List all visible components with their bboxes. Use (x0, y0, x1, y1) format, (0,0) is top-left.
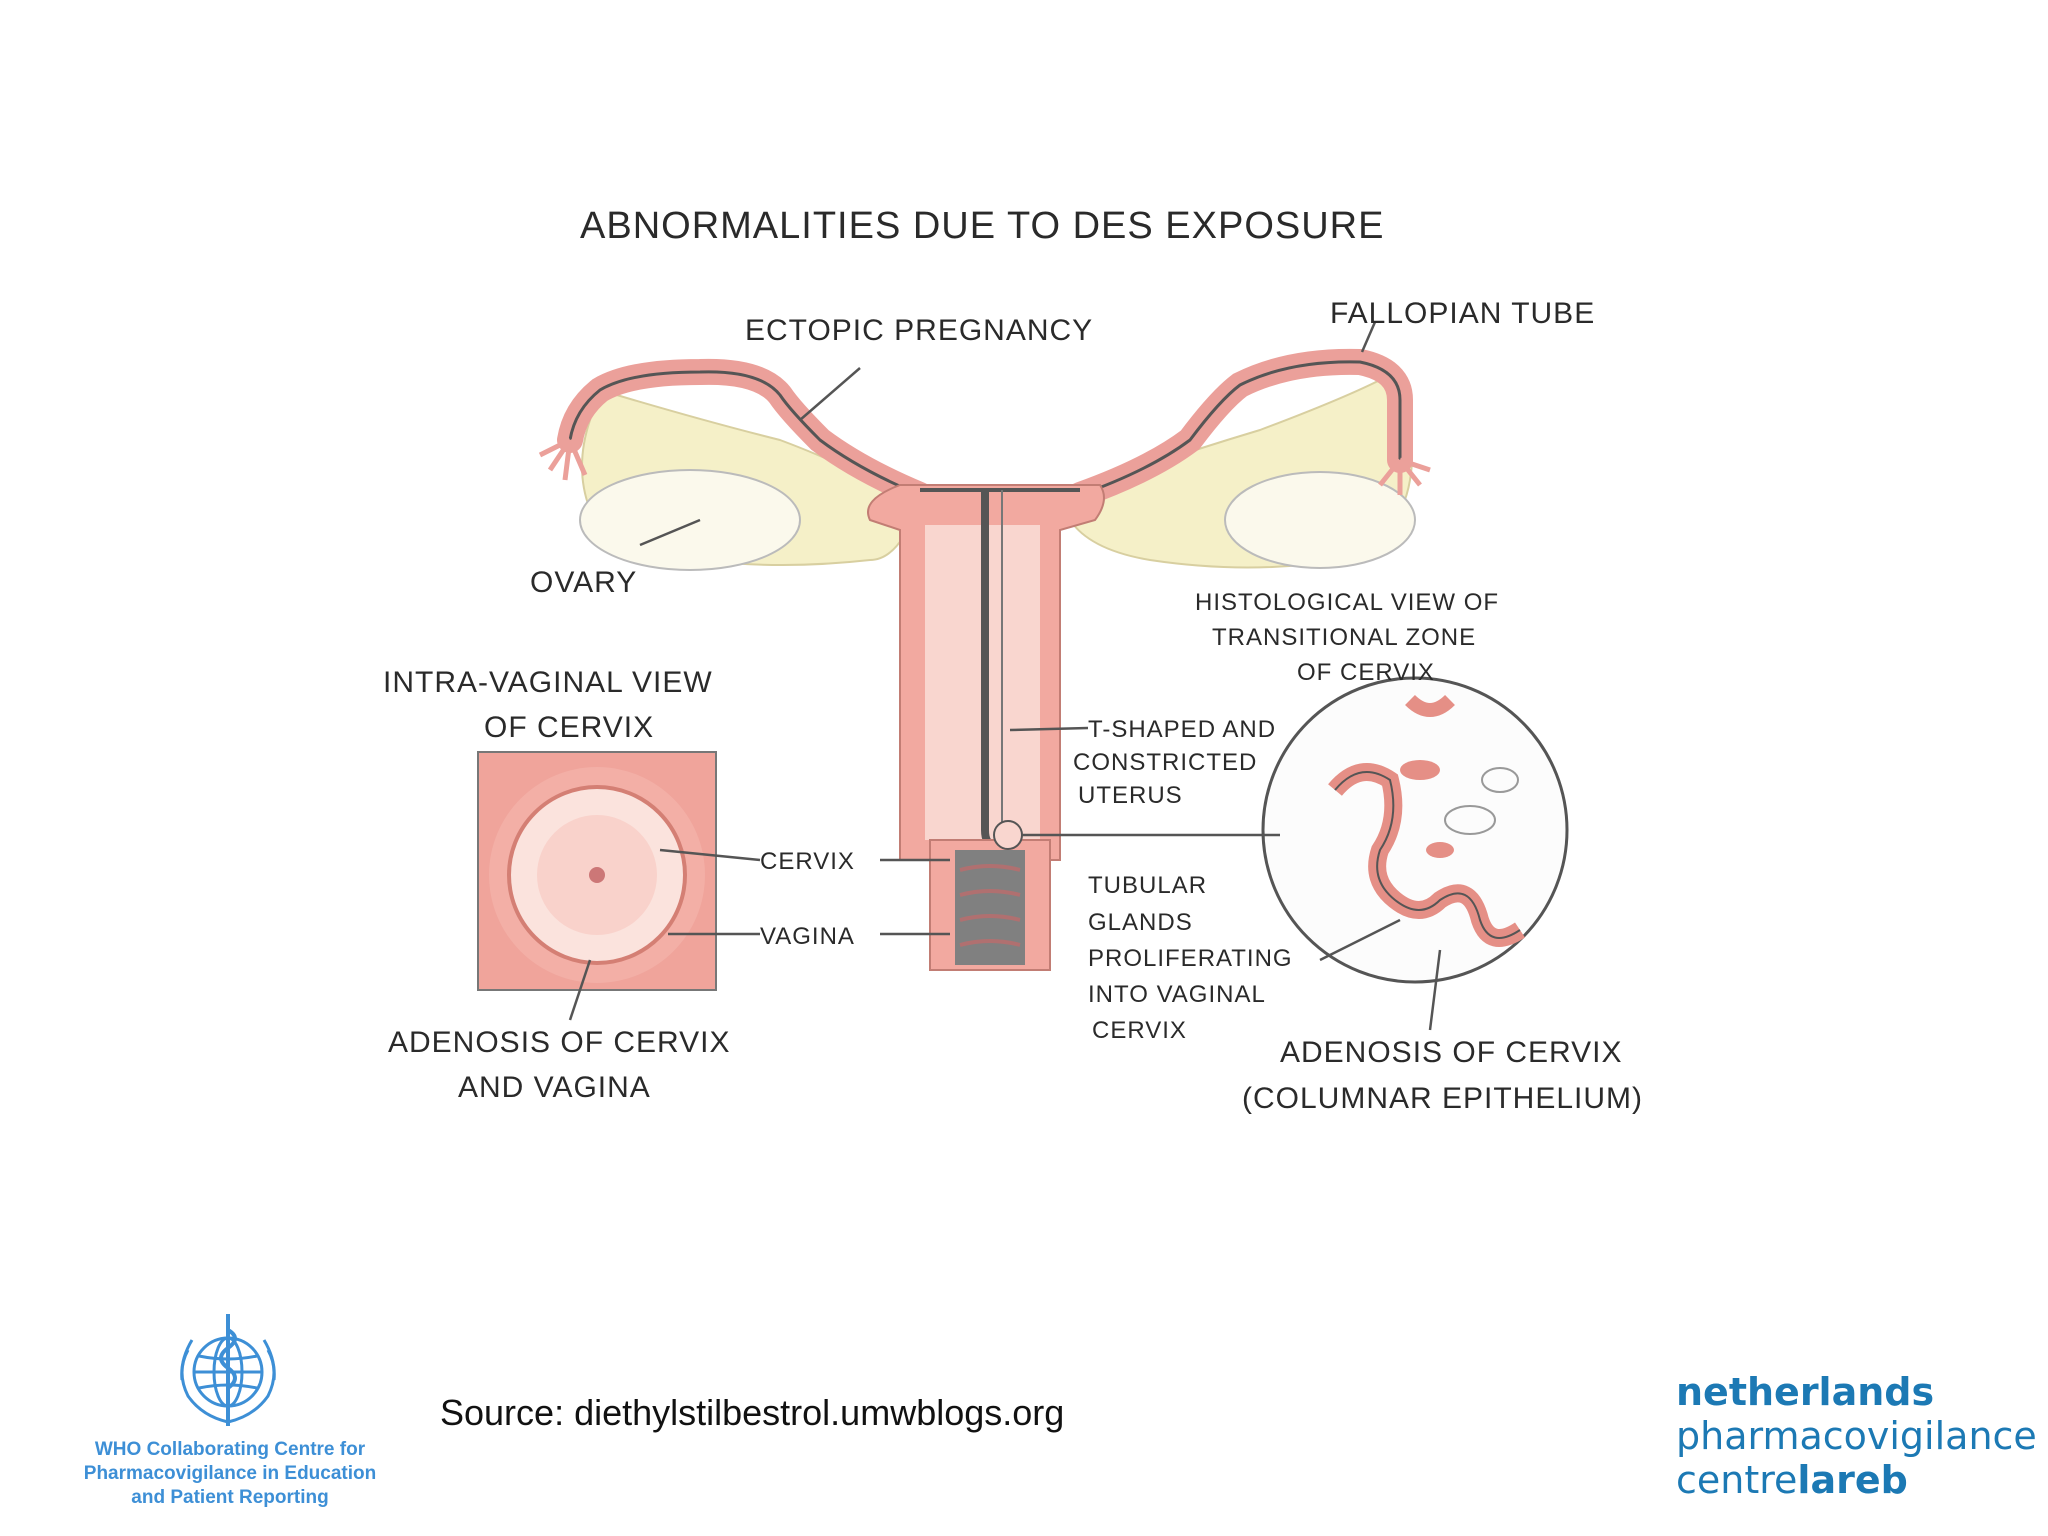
label-histological-1: HISTOLOGICAL VIEW OF (1195, 589, 1499, 616)
fallopian-tube-left (538, 358, 933, 508)
lareb-line-3: centrelareb (1676, 1458, 2037, 1502)
lareb-name: lareb (1797, 1458, 1908, 1502)
label-ectopic-pregnancy: ECTOPIC PREGNANCY (745, 314, 1093, 347)
label-t-shaped-3: UTERUS (1078, 782, 1183, 809)
who-line-1: WHO Collaborating Centre for (94, 1439, 366, 1460)
intra-vaginal-view (477, 751, 717, 991)
lareb-line-1: netherlands (1676, 1370, 1935, 1414)
label-adenosis-left-2: AND VAGINA (458, 1071, 651, 1104)
source-citation: Source: diethylstilbestrol.umwblogs.org (440, 1392, 1065, 1433)
label-fallopian-tube: FALLOPIAN TUBE (1330, 297, 1595, 330)
label-tubular-4: INTO VAGINAL (1088, 981, 1266, 1008)
label-intra-vaginal-2: OF CERVIX (484, 711, 654, 744)
label-intra-vaginal-1: INTRA-VAGINAL VIEW (383, 666, 713, 699)
vagina (929, 839, 1051, 971)
lareb-centre: centre (1676, 1458, 1798, 1502)
lareb-line-2: pharmacovigilance (1676, 1414, 2037, 1458)
cervix-shape (993, 820, 1023, 850)
label-adenosis-right-1: ADENOSIS OF CERVIX (1280, 1036, 1623, 1069)
who-centre-name: WHO Collaborating Centre for Pharmacovig… (40, 1438, 420, 1510)
label-adenosis-left-1: ADENOSIS OF CERVIX (388, 1026, 731, 1059)
label-t-shaped-2: CONSTRICTED (1073, 749, 1257, 776)
label-histological-3: OF CERVIX (1297, 659, 1435, 686)
label-tubular-5: CERVIX (1092, 1017, 1187, 1044)
ovary-right (1224, 471, 1416, 569)
lareb-logo: netherlands pharmacovigilance centrelare… (1676, 1370, 2037, 1502)
diagram-title: ABNORMALITIES DUE TO DES EXPOSURE (580, 205, 1384, 247)
label-ovary: OVARY (530, 566, 637, 599)
label-vagina: VAGINA (760, 923, 855, 950)
who-line-2: Pharmacovigilance in Education (83, 1463, 377, 1484)
label-t-shaped-1: T-SHAPED AND (1088, 716, 1276, 743)
who-line-3: and Patient Reporting (131, 1487, 329, 1508)
label-adenosis-right-2: (COLUMNAR EPITHELIUM) (1242, 1082, 1643, 1115)
leader-lines (568, 321, 1442, 1031)
label-histological-2: TRANSITIONAL ZONE (1212, 624, 1476, 651)
label-tubular-3: PROLIFERATING (1088, 945, 1293, 972)
histological-circle (1261, 676, 1569, 984)
who-emblem-icon (180, 1314, 276, 1426)
fallopian-tube-right (1067, 348, 1431, 508)
label-cervix: CERVIX (760, 848, 855, 875)
label-tubular-2: GLANDS (1088, 909, 1193, 936)
label-tubular-1: TUBULAR (1088, 872, 1207, 899)
ovary-left (579, 469, 801, 571)
uterus (867, 484, 1105, 861)
